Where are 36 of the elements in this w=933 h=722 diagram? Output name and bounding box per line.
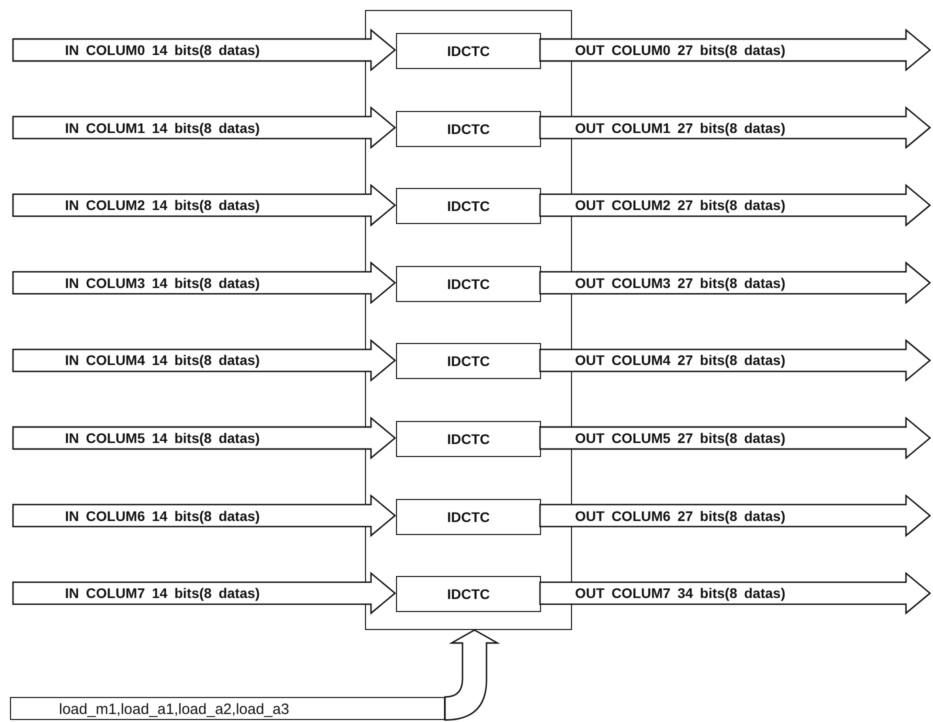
edge-label: OUT COLUM1 27 bits(8 datas) xyxy=(575,120,786,136)
process-box xyxy=(396,188,541,224)
edge-label: OUT COLUM4 27 bits(8 datas) xyxy=(575,352,786,368)
edge-label: IN COLUM4 14 bits(8 datas) xyxy=(65,352,260,368)
module-frame xyxy=(365,10,572,630)
block-label: IDCTC xyxy=(446,508,491,525)
signal-names: load_m1,load_a1,load_a2,load_a3 xyxy=(59,701,290,718)
block-label: IDCTC xyxy=(446,586,491,602)
block-label: IDCTC xyxy=(446,198,491,214)
edge-label: IN COLUM5 14 bits(8 datas) xyxy=(65,430,260,446)
block-label: IDCTC xyxy=(446,353,491,370)
block-label: IDCTC xyxy=(446,276,491,292)
block-label: IDCTC xyxy=(446,431,491,447)
edge-label: IN COLUM1 14 bits(8 datas) xyxy=(65,120,260,136)
edge-label: OUT COLUM5 27 bits(8 datas) xyxy=(575,430,786,446)
process-box xyxy=(396,421,541,457)
edge-label: IN COLUM0 14 bits(8 datas) xyxy=(65,42,260,58)
curved-block-arrow xyxy=(444,629,498,721)
edge-label: OUT COLUM0 27 bits(8 datas) xyxy=(575,42,786,58)
process-box xyxy=(396,498,541,535)
process-box xyxy=(396,343,541,380)
control-signal-box xyxy=(10,697,445,720)
process-box xyxy=(396,266,541,302)
edge-label: OUT COLUM7 34 bits(8 datas) xyxy=(575,585,786,602)
edge-label: IN COLUM3 14 bits(8 datas) xyxy=(65,274,260,291)
edge-label: IN COLUM2 14 bits(8 datas) xyxy=(65,197,260,214)
edge-label: OUT COLUM6 27 bits(8 datas) xyxy=(575,508,786,524)
edge-label: OUT COLUM3 27 bits(8 datas) xyxy=(575,274,786,291)
edge-label: OUT COLUM2 27 bits(8 datas) xyxy=(575,197,786,214)
block-label: IDCTC xyxy=(446,43,491,59)
block-label: IDCTC xyxy=(446,120,491,137)
edge-label: IN COLUM6 14 bits(8 datas) xyxy=(65,508,260,524)
edge-label: IN COLUM7 14 bits(8 datas) xyxy=(65,585,260,602)
process-box xyxy=(396,110,541,147)
process-box xyxy=(396,576,541,612)
process-box xyxy=(396,33,541,69)
